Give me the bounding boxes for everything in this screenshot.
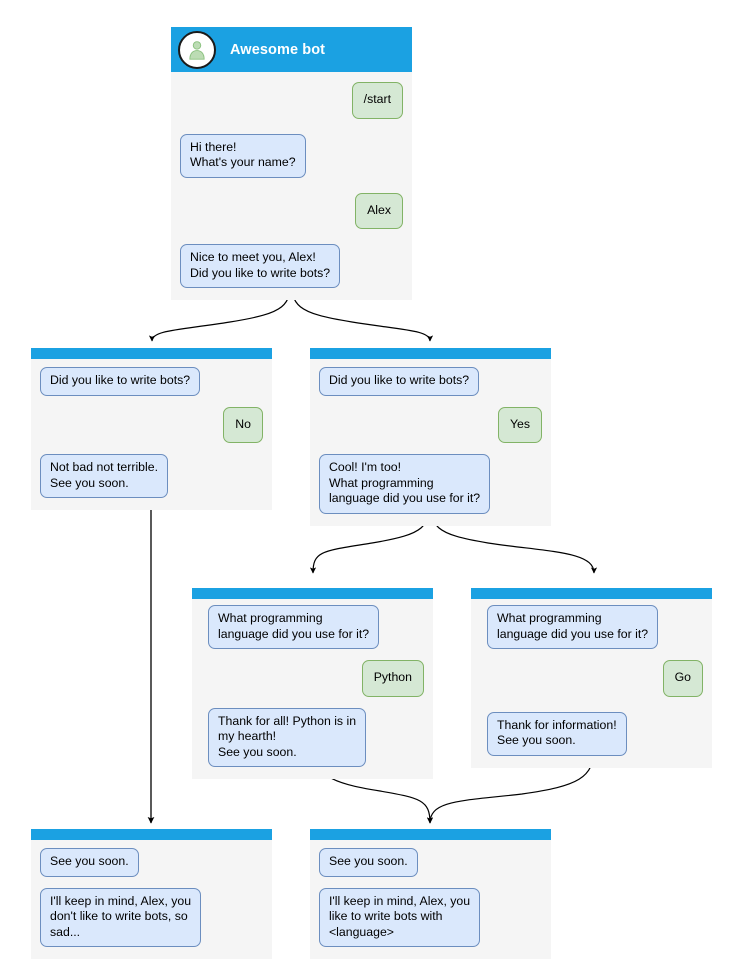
user-message-bubble[interactable]: Go: [662, 660, 703, 697]
message-row: Go: [487, 660, 703, 697]
node-lang-go[interactable]: What programming language did you use fo…: [471, 588, 712, 768]
bot-message-bubble[interactable]: Did you like to write bots?: [40, 367, 201, 396]
message-row: Alex: [180, 192, 403, 229]
message-row: Hi there! What's your name?: [180, 133, 403, 178]
bot-message-bubble[interactable]: Did you like to write bots?: [319, 367, 480, 396]
bot-message-bubble[interactable]: See you soon.: [319, 848, 418, 877]
node-answer-no-header: [31, 348, 272, 359]
user-message-bubble[interactable]: Yes: [497, 406, 542, 443]
message-row: What programming language did you use fo…: [208, 605, 424, 649]
node-start-chat: /start Hi there! What's your name? Alex …: [171, 72, 412, 300]
message-row: Did you like to write bots?: [319, 367, 542, 396]
bot-message-bubble[interactable]: Cool! I'm too! What programming language…: [319, 454, 491, 514]
node-lang-python[interactable]: What programming language did you use fo…: [192, 588, 433, 779]
message-row: Cool! I'm too! What programming language…: [319, 454, 542, 514]
message-row: Thank for information! See you soon.: [487, 711, 703, 756]
node-answer-yes[interactable]: Did you like to write bots? Yes Cool! I'…: [310, 348, 551, 526]
node-lang-go-chat: What programming language did you use fo…: [471, 599, 712, 768]
bot-message-bubble[interactable]: What programming language did you use fo…: [208, 605, 380, 649]
node-end-happy-chat: See you soon. I'll keep in mind, Alex, y…: [310, 840, 551, 959]
node-start-header: Awesome bot: [171, 27, 412, 72]
node-lang-python-chat: What programming language did you use fo…: [192, 599, 433, 779]
message-row: Not bad not terrible. See you soon.: [40, 454, 263, 498]
message-row: Thank for all! Python is in my hearth! S…: [208, 707, 424, 767]
message-row: See you soon.: [319, 848, 542, 877]
node-end-sad-chat: See you soon. I'll keep in mind, Alex, y…: [31, 840, 272, 959]
node-start[interactable]: Awesome bot /start Hi there! What's your…: [171, 27, 412, 300]
node-end-sad[interactable]: See you soon. I'll keep in mind, Alex, y…: [31, 829, 272, 959]
node-answer-yes-chat: Did you like to write bots? Yes Cool! I'…: [310, 359, 551, 526]
bot-message-bubble[interactable]: Thank for information! See you soon.: [487, 711, 627, 756]
user-message-bubble[interactable]: Alex: [355, 192, 403, 229]
message-row: Did you like to write bots?: [40, 367, 263, 396]
user-message-bubble[interactable]: /start: [351, 82, 403, 119]
message-row: I'll keep in mind, Alex, you like to wri…: [319, 887, 542, 947]
message-row: What programming language did you use fo…: [487, 605, 703, 649]
node-answer-no-chat: Did you like to write bots? No Not bad n…: [31, 359, 272, 510]
message-row: Yes: [319, 406, 542, 443]
message-row: /start: [180, 82, 403, 119]
node-end-happy[interactable]: See you soon. I'll keep in mind, Alex, y…: [310, 829, 551, 959]
bot-message-bubble[interactable]: Thank for all! Python is in my hearth! S…: [208, 707, 367, 767]
bot-message-bubble[interactable]: I'll keep in mind, Alex, you like to wri…: [319, 887, 481, 947]
bot-message-bubble[interactable]: I'll keep in mind, Alex, you don't like …: [40, 887, 202, 947]
user-message-bubble[interactable]: No: [223, 406, 263, 443]
node-end-happy-header: [310, 829, 551, 840]
node-answer-yes-header: [310, 348, 551, 359]
bot-message-bubble[interactable]: Not bad not terrible. See you soon.: [40, 454, 169, 498]
message-row: Python: [208, 660, 424, 697]
message-row: See you soon.: [40, 848, 263, 877]
bot-message-bubble[interactable]: Hi there! What's your name?: [180, 133, 306, 178]
message-row: Nice to meet you, Alex! Did you like to …: [180, 244, 403, 288]
bot-message-bubble[interactable]: Nice to meet you, Alex! Did you like to …: [180, 244, 341, 288]
person-avatar-icon: [178, 30, 216, 69]
message-row: No: [40, 406, 263, 443]
node-lang-python-header: [192, 588, 433, 599]
bot-message-bubble[interactable]: See you soon.: [40, 848, 139, 877]
node-lang-go-header: [471, 588, 712, 599]
message-row: I'll keep in mind, Alex, you don't like …: [40, 887, 263, 947]
bot-title: Awesome bot: [230, 41, 326, 58]
user-message-bubble[interactable]: Python: [361, 660, 424, 697]
node-answer-no[interactable]: Did you like to write bots? No Not bad n…: [31, 348, 272, 510]
bot-message-bubble[interactable]: What programming language did you use fo…: [487, 605, 659, 649]
node-end-sad-header: [31, 829, 272, 840]
